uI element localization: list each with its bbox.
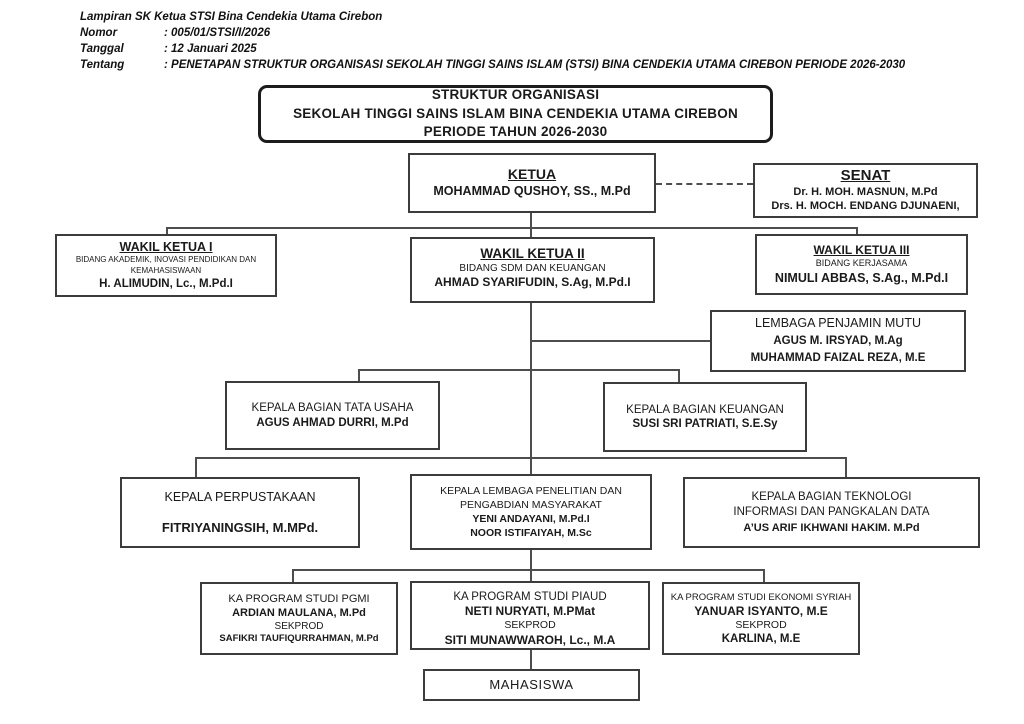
mahasiswa-title: MAHASISWA <box>489 676 574 692</box>
pgmi-title: KA PROGRAM STUDI PGMI <box>228 593 370 605</box>
connector-teknologi-drop <box>845 457 847 478</box>
keuangan-name: SUSI SRI PATRIATI, S.E.Sy <box>632 418 778 430</box>
node-penelitian: KEPALA LEMBAGA PENELITIAN DAN PENGABDIAN… <box>410 474 652 550</box>
connector-unit-bar <box>195 457 847 459</box>
header-row-tanggal: Tanggal : 12 Januari 2025 <box>80 41 905 57</box>
wakil3-title: WAKIL KETUA III <box>813 242 910 257</box>
document-header: Lampiran SK Ketua STSI Bina Cendekia Uta… <box>80 9 905 73</box>
pgmi-sekprod: SAFIKRI TAUFIQURRAHMAN, M.Pd <box>219 633 379 644</box>
connector-prodi-bar <box>292 569 765 571</box>
wakil1-title: WAKIL KETUA I <box>119 239 213 254</box>
piaud-title: KA PROGRAM STUDI PIAUD <box>453 591 607 603</box>
chart-title-line1: STRUKTUR ORGANISASI <box>431 86 600 102</box>
ekonomi-title: KA PROGRAM STUDI EKONOMI SYRIAH <box>670 592 852 603</box>
wakil3-bidang: BIDANG KERJASAMA <box>815 257 908 268</box>
header-row-tentang: Tentang : PENETAPAN STRUKTUR ORGANISASI … <box>80 57 905 73</box>
wakil3-name: NIMULI ABBAS, S.Ag., M.Pd.I <box>774 270 949 285</box>
senat-member-1: Dr. H. MOH. MASNUN, M.Pd <box>793 186 938 199</box>
node-prodi-pgmi: KA PROGRAM STUDI PGMI ARDIAN MAULANA, M.… <box>200 582 398 655</box>
wakil1-name: H. ALIMUDIN, Lc., M.Pd.I <box>99 278 233 291</box>
chart-title-line3: PERIODE TAHUN 2026-2030 <box>423 124 608 140</box>
perpustakaan-title: KEPALA PERPUSTAKAAN <box>164 490 316 504</box>
senat-title: SENAT <box>840 167 891 185</box>
ekonomi-sekprod-label: SEKPROD <box>735 618 787 631</box>
header-label-tentang: Tentang <box>80 59 125 71</box>
ekonomi-kaprodi: YANUAR ISYANTO, M.E <box>694 603 828 618</box>
connector-perpustakaan-drop <box>195 457 197 478</box>
wakil1-bidang: BIDANG AKADEMIK, INOVASI PENDIDIKAN DAN … <box>75 255 257 275</box>
header-value-nomor: : 005/01/STSI/I/2026 <box>164 27 271 39</box>
pgmi-sekprod-label: SEKPROD <box>274 620 324 632</box>
wakil2-bidang: BIDANG SDM DAN KEUANGAN <box>459 262 606 274</box>
node-wakil-ketua-2: WAKIL KETUA II BIDANG SDM DAN KEUANGAN A… <box>410 237 655 303</box>
connector-lpm-branch <box>530 340 710 342</box>
penelitian-name-1: YENI ANDAYANI, M.Pd.I <box>472 513 590 525</box>
connector-ekonomi-drop <box>763 569 765 583</box>
connector-bagian-bar <box>358 369 680 371</box>
node-perpustakaan: KEPALA PERPUSTAKAAN FITRIYANINGSIH, M.MP… <box>120 477 360 548</box>
header-label-nomor: Nomor <box>80 27 118 39</box>
chart-title-line2: SEKOLAH TINGGI SAINS ISLAM BINA CENDEKIA… <box>293 105 738 121</box>
connector-ketua-senat-dashed <box>656 183 753 185</box>
node-wakil-ketua-1: WAKIL KETUA I BIDANG AKADEMIK, INOVASI P… <box>55 234 277 297</box>
perpustakaan-name: FITRIYANINGSIH, M.MPd. <box>161 519 319 535</box>
connector-wakil3-drop <box>856 227 858 235</box>
connector-keuangan-drop <box>678 369 680 383</box>
node-teknologi-informasi: KEPALA BAGIAN TEKNOLOGI INFORMASI DAN PA… <box>683 477 980 548</box>
node-ketua: KETUA MOHAMMAD QUSHOY, SS., M.Pd <box>408 153 656 213</box>
connector-wakil1-drop <box>166 227 168 235</box>
connector-wakil-bar <box>166 227 858 229</box>
header-value-tentang: : PENETAPAN STRUKTUR ORGANISASI SEKOLAH … <box>164 59 906 71</box>
senat-member-2: Drs. H. MOCH. ENDANG DJUNAENI, <box>771 199 960 212</box>
header-label-tanggal: Tanggal <box>80 43 124 55</box>
penelitian-title: KEPALA LEMBAGA PENELITIAN DAN PENGABDIAN… <box>440 484 622 511</box>
wakil2-title: WAKIL KETUA II <box>480 246 585 261</box>
node-mahasiswa: MAHASISWA <box>423 669 640 701</box>
ketua-title: KETUA <box>507 165 557 182</box>
header-lampiran: Lampiran SK Ketua STSI Bina Cendekia Uta… <box>80 11 383 23</box>
header-row-nomor: Nomor : 005/01/STSI/I/2026 <box>80 25 905 41</box>
piaud-sekprod-label: SEKPROD <box>504 619 556 632</box>
pgmi-kaprodi: ARDIAN MAULANA, M.Pd <box>232 606 366 619</box>
wakil2-name: AHMAD SYARIFUDIN, S.Ag, M.Pd.I <box>434 275 631 290</box>
connector-mahasiswa-drop <box>530 650 532 670</box>
keuangan-title: KEPALA BAGIAN KEUANGAN <box>626 403 784 416</box>
tata-usaha-title: KEPALA BAGIAN TATA USAHA <box>251 402 414 415</box>
ekonomi-sekprod: KARLINA, M.E <box>721 633 801 645</box>
connector-center-low <box>530 550 532 582</box>
node-wakil-ketua-3: WAKIL KETUA III BIDANG KERJASAMA NIMULI … <box>755 234 968 295</box>
node-prodi-piaud: KA PROGRAM STUDI PIAUD NETI NURYATI, M.P… <box>410 581 650 650</box>
node-prodi-ekonomi-syriah: KA PROGRAM STUDI EKONOMI SYRIAH YANUAR I… <box>662 582 860 655</box>
header-value-tanggal: : 12 Januari 2025 <box>164 43 257 55</box>
teknologi-name: A’US ARIF IKHWANI HAKIM. M.Pd <box>743 521 920 534</box>
chart-title-box: STRUKTUR ORGANISASI SEKOLAH TINGGI SAINS… <box>258 85 773 143</box>
connector-tatausaha-drop <box>358 369 360 382</box>
tata-usaha-name: AGUS AHMAD DURRI, M.Pd <box>256 416 409 429</box>
penelitian-name-2: NOOR ISTIFAIYAH, M.Sc <box>470 527 592 540</box>
node-lembaga-penjamin-mutu: LEMBAGA PENJAMIN MUTU AGUS M. IRSYAD, M.… <box>710 310 966 372</box>
ketua-name: MOHAMMAD QUSHOY, SS., M.Pd <box>433 184 631 199</box>
teknologi-title: KEPALA BAGIAN TEKNOLOGI INFORMASI DAN PA… <box>733 490 930 519</box>
lpm-name-2: MUHAMMAD FAIZAL REZA, M.E <box>750 352 926 365</box>
piaud-kaprodi: NETI NURYATI, M.PMat <box>464 604 596 619</box>
node-keuangan: KEPALA BAGIAN KEUANGAN SUSI SRI PATRIATI… <box>603 382 807 452</box>
piaud-sekprod: SITI MUNAWWAROH, Lc., M.A <box>444 632 616 647</box>
connector-center-mid <box>530 303 532 475</box>
node-senat: SENAT Dr. H. MOH. MASNUN, M.Pd Drs. H. M… <box>753 163 978 218</box>
lpm-title: LEMBAGA PENJAMIN MUTU <box>755 316 921 331</box>
connector-pgmi-drop <box>292 569 294 583</box>
node-tata-usaha: KEPALA BAGIAN TATA USAHA AGUS AHMAD DURR… <box>225 381 440 450</box>
connector-ketua-down <box>530 213 532 238</box>
lpm-name-1: AGUS M. IRSYAD, M.Ag <box>773 335 903 348</box>
